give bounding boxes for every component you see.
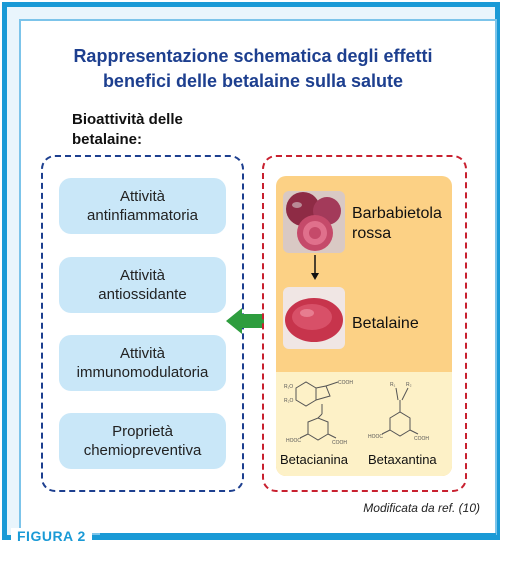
betacyanin-label: Betacianina — [280, 452, 348, 467]
svg-text:COOH: COOH — [414, 436, 429, 442]
figure-title: Rappresentazione schematica degli effett… — [10, 44, 496, 94]
activity-label-line-1: Attività — [119, 267, 165, 284]
title-line-1: Rappresentazione schematica degli effett… — [73, 46, 433, 66]
red-beet-label: Barbabietola rossa — [352, 204, 442, 244]
betaxanthin-label: Betaxantina — [368, 452, 437, 467]
bioactivity-heading-line-2: betalaine: — [72, 131, 143, 148]
svg-text:HOOC: HOOC — [286, 438, 301, 444]
svg-text:R₂O: R₂O — [284, 398, 294, 404]
svg-text:R₁O: R₁O — [284, 384, 293, 390]
activity-label-line-2: immunomodulatoria — [76, 364, 209, 381]
activity-label-line-2: antiossidante — [98, 286, 187, 303]
svg-text:R₂: R₂ — [406, 382, 412, 388]
bioactivity-heading: Bioattività delle betalaine: — [72, 110, 212, 150]
betalain-source-panel: Barbabietola rossa Betalaine R — [276, 176, 452, 476]
title-line-2: benefici delle betalaine sulla salute — [102, 71, 404, 91]
svg-text:COOH: COOH — [332, 440, 347, 446]
betalain-label: Betalaine — [352, 315, 419, 332]
bioactivity-heading-line-1: Bioattività delle — [72, 111, 183, 128]
betalain-powder-photo — [283, 287, 345, 349]
source-caption: Modificata da ref. (10) — [363, 501, 480, 515]
svg-text:HOOC: HOOC — [368, 434, 383, 440]
activity-immunomodulatory: Attività immunomodulatoria — [59, 335, 226, 391]
red-beet-label-line-1: Barbabietola — [352, 205, 442, 222]
svg-text:R₁: R₁ — [390, 382, 396, 388]
activity-label-line-1: Proprietà — [112, 423, 173, 440]
chemical-structures-panel: R₁O R₂O COOH HOOC COOH R₁ R₂ HOOC COOH B… — [276, 372, 452, 476]
activity-label-line-1: Attività — [119, 188, 165, 205]
red-beet-photo — [283, 191, 345, 253]
svg-text:COOH: COOH — [338, 380, 353, 386]
figure-label-rule — [100, 533, 496, 537]
activity-label-line-1: Attività — [119, 345, 165, 362]
arrow-down-icon — [311, 255, 319, 280]
betalain-source-group — [262, 155, 467, 492]
activity-label-line-2: chemiopreventiva — [83, 442, 202, 459]
betaxanthin-structure-icon: R₁ R₂ HOOC COOH — [368, 382, 429, 442]
activity-label-line-2: antinfiammatoria — [87, 207, 198, 224]
activity-antiinflammatory: Attività antinfiammatoria — [59, 178, 226, 234]
green-arrow-left-icon — [226, 308, 264, 334]
betacyanin-structure-icon: R₁O R₂O COOH HOOC COOH — [284, 380, 353, 446]
red-beet-label-line-2: rossa — [352, 225, 392, 242]
activity-chemopreventive: Proprietà chemiopreventiva — [59, 413, 226, 469]
activity-antioxidant: Attività antiossidante — [59, 257, 226, 313]
figure-label: FIGURA 2 — [11, 528, 92, 544]
